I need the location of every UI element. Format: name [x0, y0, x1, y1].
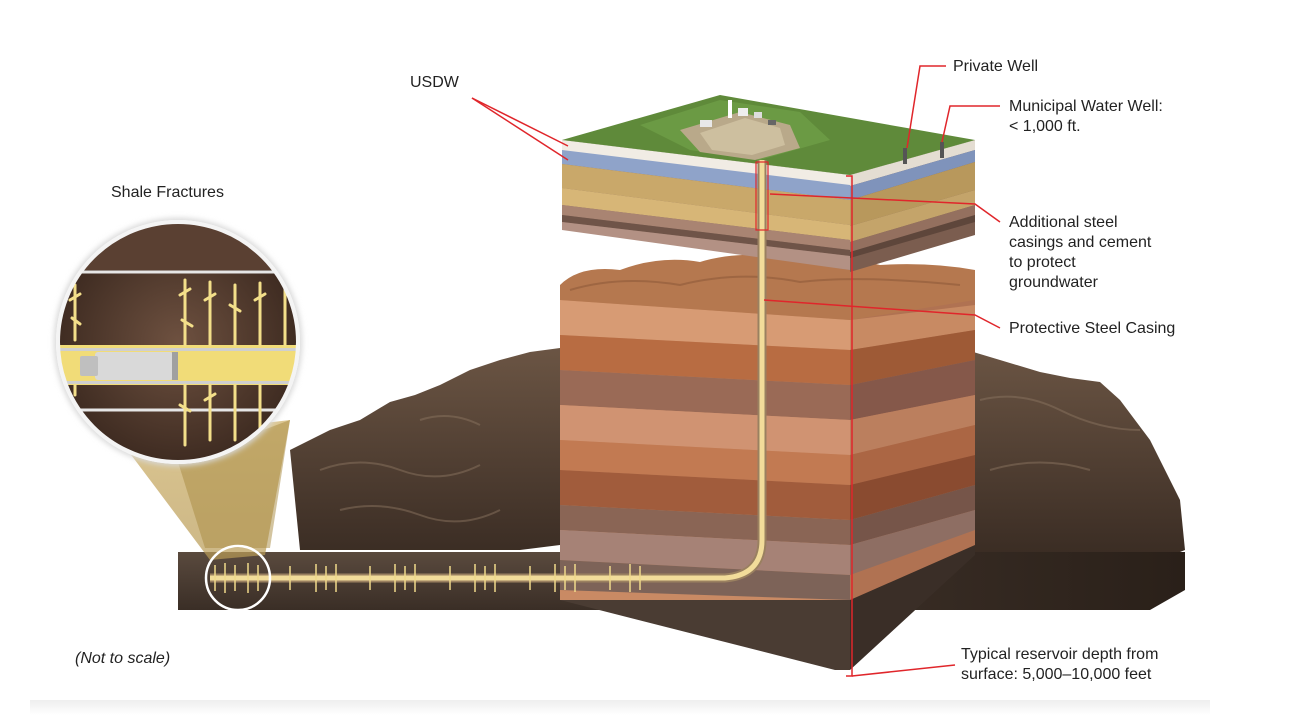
label-additional-casings: Additional steel casings and cement to p…: [1009, 214, 1152, 291]
label-private-well: Private Well: [953, 58, 1039, 75]
label-reservoir-depth: Typical reservoir depth from surface: 5,…: [961, 646, 1159, 683]
wellbore-casing: [210, 160, 765, 581]
reservoir-column-side: [850, 545, 975, 670]
surface-casing: [755, 161, 769, 231]
label-shale-fractures: Shale Fractures: [111, 184, 224, 201]
fracture-highlight-circle: [204, 544, 272, 612]
reservoir-column: [560, 600, 850, 670]
label-protective-steel-casing: Protective Steel Casing: [1009, 320, 1176, 337]
terrain-texture: [319, 395, 1141, 523]
label-municipal-water-well: Municipal Water Well: < 1,000 ft.: [1009, 98, 1163, 135]
shale-fractures-magnifier: [54, 218, 302, 466]
label-usdw: USDW: [410, 74, 459, 91]
leader-lines: [471, 65, 1001, 677]
lower-strata-block: [560, 254, 975, 600]
fracture-clusters: [214, 563, 641, 593]
bottom-shadow: [30, 700, 1210, 715]
upper-block: [562, 95, 975, 272]
label-not-to-scale: (Not to scale): [75, 650, 171, 667]
